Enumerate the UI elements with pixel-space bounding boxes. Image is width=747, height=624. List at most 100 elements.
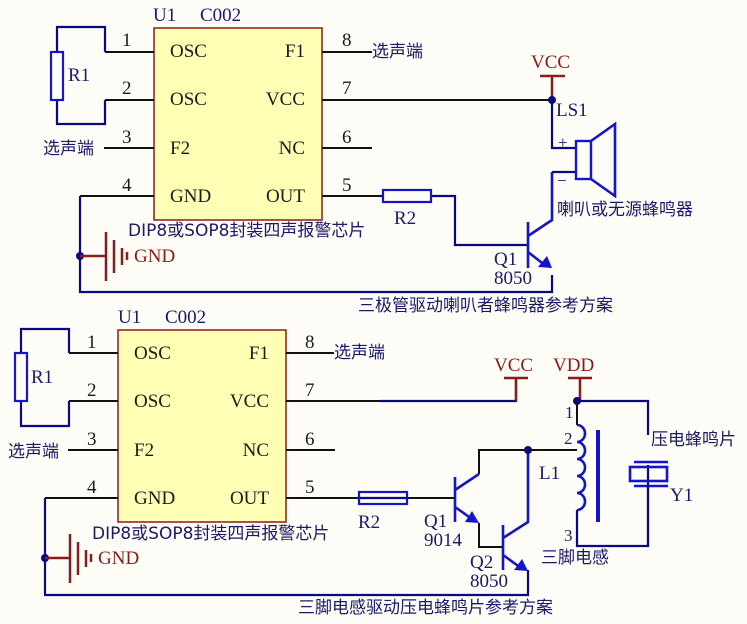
q2-ref: Q2 <box>470 552 493 573</box>
ground-symbol <box>45 534 93 583</box>
pin-num-2: 2 <box>87 380 97 401</box>
piezo-desc: 压电蜂鸣片 <box>651 430 736 450</box>
r2-label: R2 <box>358 512 380 533</box>
circuit-bottom: U1 C002 OSC OSC F2 GND F1 VCC NC OUT 1 2… <box>8 307 736 618</box>
pin-num-3: 3 <box>122 127 132 148</box>
q2-emitter-arrow <box>514 559 528 571</box>
ground-symbol <box>80 232 129 281</box>
pin-num-1: 1 <box>87 332 97 353</box>
pin-name-4: GND <box>134 488 175 509</box>
pin-name-8: F1 <box>285 41 305 62</box>
q1-to-q2-wire <box>478 523 503 548</box>
chip-body <box>153 27 323 221</box>
pin-name-3: F2 <box>170 138 190 159</box>
pin-num-2: 2 <box>122 78 132 99</box>
pin-num-3: 3 <box>87 429 97 450</box>
pin-num-4: 4 <box>122 175 132 196</box>
q1-part: 9014 <box>424 530 463 551</box>
r1-label: R1 <box>31 367 53 388</box>
select-terminal-right: 选声端 <box>334 343 385 363</box>
pin-name-2: OSC <box>170 89 207 110</box>
speaker-desc: 喇叭或无源蜂鸣器 <box>557 200 693 220</box>
q1-emitter-arrow <box>465 511 479 523</box>
speaker-coil <box>574 139 593 181</box>
pin-name-6: NC <box>279 138 305 159</box>
gnd-label: GND <box>134 246 175 267</box>
chip-description: DIP8或SOP8封装四声报警芯片 <box>92 524 329 544</box>
caption-top: 三极管驱动喇叭者蜂鸣器参考方案 <box>358 296 613 316</box>
right-pin-leads <box>286 352 380 499</box>
circuit-top: U1 C002 OSC OSC F2 GND F1 VCC NC OUT 1 2… <box>43 5 693 316</box>
vcc-label: VCC <box>531 52 570 73</box>
select-terminal-left: 选声端 <box>8 442 59 462</box>
caption-bottom: 三脚电感驱动压电蜂鸣片参考方案 <box>298 598 553 618</box>
r1-resistor <box>13 351 29 403</box>
r1-label: R1 <box>68 65 90 86</box>
pin-name-5: OUT <box>266 186 305 207</box>
l1-pin-1: 1 <box>565 403 574 422</box>
piezo-crystal <box>628 465 669 483</box>
pin-num-7: 7 <box>342 78 352 99</box>
speaker-ref: LS1 <box>556 100 588 121</box>
pin-name-1: OSC <box>134 343 171 364</box>
inductor-coil <box>576 423 587 512</box>
r2-resistor <box>381 188 433 204</box>
vdd-symbol <box>568 376 592 401</box>
chip-body <box>117 329 287 523</box>
select-terminal-right: 选声端 <box>372 42 423 62</box>
piezo-ref: Y1 <box>670 485 693 506</box>
chip-ref: U1 <box>118 307 141 328</box>
chip-ref: U1 <box>153 5 176 26</box>
pin-num-5: 5 <box>342 175 352 196</box>
r1-wires <box>55 25 107 126</box>
l1-desc: 三脚电感 <box>541 548 609 568</box>
piezo-plates <box>634 460 668 488</box>
q1-emitter-arrow <box>538 256 552 268</box>
q1-transistor <box>453 472 480 522</box>
pin-name-5: OUT <box>230 488 269 509</box>
piezo-wires <box>575 399 650 548</box>
q1-ref: Q1 <box>424 511 447 532</box>
q1-transistor <box>526 172 554 268</box>
pin-num-6: 6 <box>305 429 315 450</box>
pin-num-5: 5 <box>305 477 315 498</box>
q2-transistor <box>501 450 530 570</box>
right-pin-leads <box>322 51 552 197</box>
l1-pin-2: 2 <box>564 429 573 448</box>
pin-name-7: VCC <box>230 391 269 412</box>
chip-part: C002 <box>200 5 241 26</box>
pin-num-6: 6 <box>342 127 352 148</box>
pin-num-8: 8 <box>342 30 352 51</box>
left-pin-leads <box>80 51 154 197</box>
pin-num-8: 8 <box>305 332 315 353</box>
q2-part: 8050 <box>470 571 508 592</box>
r1-wires <box>19 327 71 428</box>
q1-collector-wire <box>478 449 528 474</box>
pin-name-1: OSC <box>170 41 207 62</box>
pin-name-6: NC <box>243 440 269 461</box>
chip-description: DIP8或SOP8封装四声报警芯片 <box>128 221 365 241</box>
pin-num-4: 4 <box>87 477 97 498</box>
select-terminal-left: 选声端 <box>43 139 94 159</box>
gnd-label: GND <box>98 548 139 569</box>
speaker-plus: + <box>558 133 568 152</box>
pin-name-7: VCC <box>266 89 305 110</box>
l1-ref: L1 <box>539 463 560 484</box>
gnd-wire <box>78 196 554 294</box>
speaker-cone <box>590 121 617 199</box>
vdd-label: VDD <box>553 355 594 376</box>
pin-name-3: F2 <box>134 440 154 461</box>
speaker-wires <box>550 100 576 174</box>
gnd-wire <box>43 498 530 597</box>
pin-name-8: F1 <box>249 343 269 364</box>
speaker-minus: − <box>557 171 567 190</box>
q1-ref: Q1 <box>494 249 517 270</box>
vcc-symbol <box>504 376 528 401</box>
pin-name-4: GND <box>170 186 211 207</box>
q1-part: 8050 <box>494 268 532 289</box>
left-pin-leads <box>45 352 118 499</box>
vcc-label: VCC <box>494 355 533 376</box>
chip-part: C002 <box>165 307 206 328</box>
l1-pin-3: 3 <box>564 526 573 545</box>
